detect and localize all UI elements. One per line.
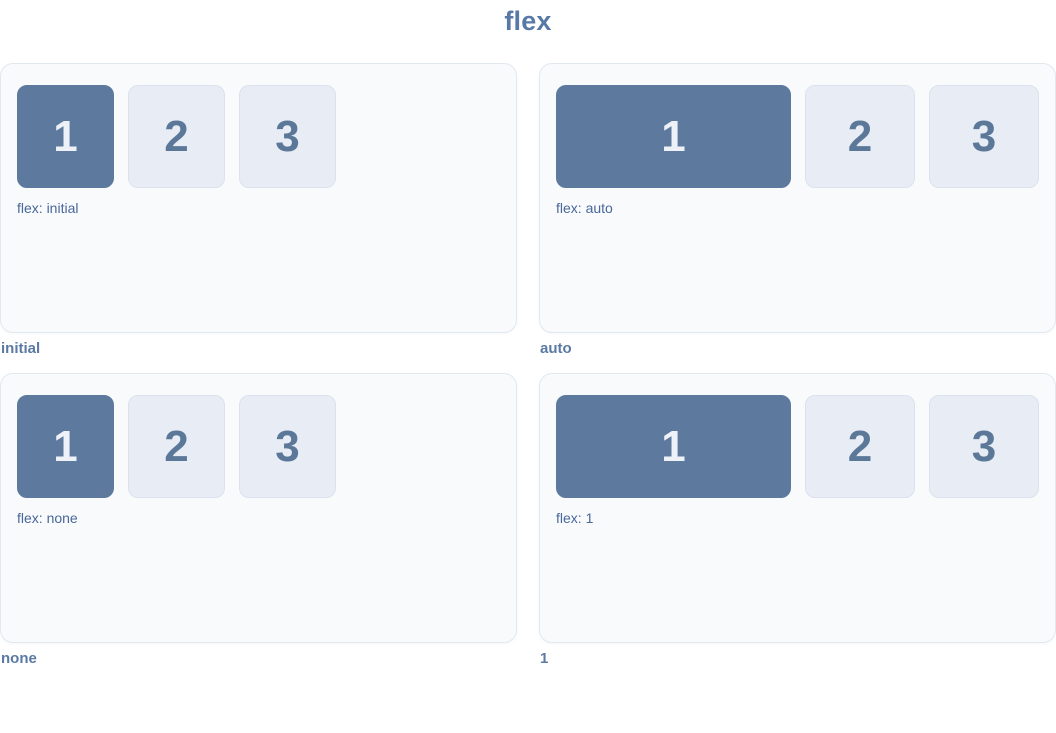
flex-row: 1 2 3 bbox=[556, 85, 1039, 188]
flex-item-3: 3 bbox=[239, 85, 336, 188]
flex-value-label: flex: auto bbox=[556, 200, 613, 216]
demo-panel-1: 1 2 3 flex: 1 1 bbox=[539, 373, 1056, 667]
panel-caption: none bbox=[1, 650, 37, 667]
flex-row: 1 2 3 bbox=[17, 85, 500, 188]
page-title: flex bbox=[504, 6, 552, 36]
panel-caption: 1 bbox=[540, 650, 549, 667]
demo-panel-none: 1 2 3 flex: none none bbox=[0, 373, 517, 667]
flex-item-1: 1 bbox=[556, 395, 791, 498]
flex-item-1: 1 bbox=[556, 85, 791, 188]
flex-item-3: 3 bbox=[929, 85, 1039, 188]
demo-panel-auto: 1 2 3 flex: auto auto bbox=[539, 63, 1056, 357]
flex-item-1: 1 bbox=[17, 85, 114, 188]
flex-item-2: 2 bbox=[128, 395, 225, 498]
panel-caption: initial bbox=[1, 340, 41, 357]
demo-card: 1 2 3 flex: none bbox=[0, 373, 517, 643]
demo-card: 1 2 3 flex: initial bbox=[0, 63, 517, 333]
flex-row: 1 2 3 bbox=[17, 395, 500, 498]
flex-value-label: flex: none bbox=[17, 510, 78, 526]
demo-card: 1 2 3 flex: auto bbox=[539, 63, 1056, 333]
flex-item-2: 2 bbox=[128, 85, 225, 188]
flex-item-2: 2 bbox=[805, 395, 915, 498]
flex-row: 1 2 3 bbox=[556, 395, 1039, 498]
demo-grid: 1 2 3 flex: initial initial 1 2 3 flex: … bbox=[0, 63, 1056, 667]
demo-card: 1 2 3 flex: 1 bbox=[539, 373, 1056, 643]
flex-item-2: 2 bbox=[805, 85, 915, 188]
flex-value-label: flex: 1 bbox=[556, 510, 594, 526]
flex-item-1: 1 bbox=[17, 395, 114, 498]
flex-value-label: flex: initial bbox=[17, 200, 79, 216]
demo-panel-initial: 1 2 3 flex: initial initial bbox=[0, 63, 517, 357]
flex-item-3: 3 bbox=[929, 395, 1039, 498]
panel-caption: auto bbox=[540, 340, 572, 357]
flex-item-3: 3 bbox=[239, 395, 336, 498]
